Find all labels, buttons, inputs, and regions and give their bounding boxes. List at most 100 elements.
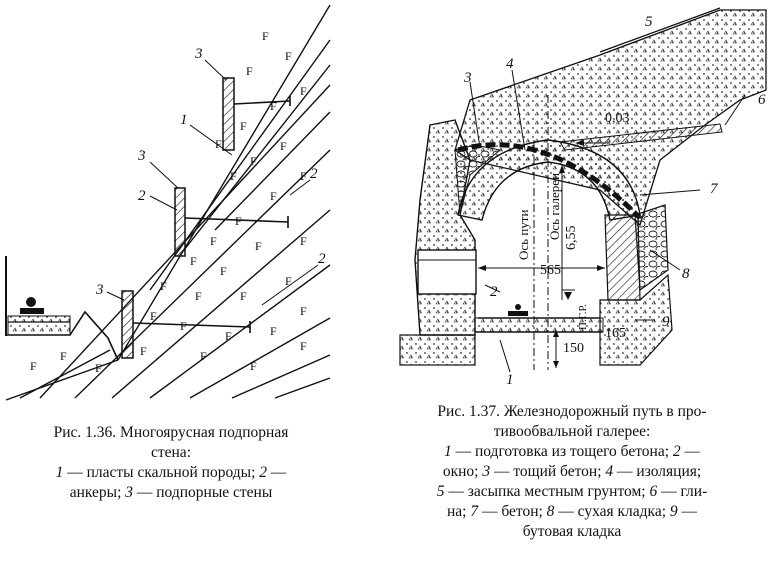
retaining-wall-bottom xyxy=(121,290,134,359)
item-text: — подготовка из тощего бетона; xyxy=(451,443,673,460)
item-text: — xyxy=(267,464,287,481)
svg-text:F: F xyxy=(270,99,277,113)
item-text: — изоляция; xyxy=(613,463,702,480)
figure-1-37: 5 3 4 6 7 8 2 9 1 0,03 565 150 165 6,55 … xyxy=(399,7,767,388)
item-number: 5 xyxy=(436,483,445,500)
dim-base: 150 xyxy=(563,341,584,356)
svg-text:F: F xyxy=(180,319,187,333)
item-number: 2 xyxy=(259,464,268,481)
caption-fig-1-37: Рис. 1.37. Железнодорожный путь в про- т… xyxy=(376,402,768,542)
svg-text:F: F xyxy=(300,304,307,318)
item-number: 6 xyxy=(649,483,658,500)
label-6: 6 xyxy=(758,92,766,108)
svg-text:F: F xyxy=(300,234,307,248)
item-text: анкеры; xyxy=(69,484,126,501)
svg-text:F: F xyxy=(246,64,253,78)
caption-title: Рис. 1.36. Многоярусная подпорная xyxy=(53,424,289,441)
item-number: 7 xyxy=(470,503,479,520)
label-1: 1 xyxy=(506,372,514,388)
item-number: 8 xyxy=(546,503,555,520)
svg-text:F: F xyxy=(30,359,37,373)
dim-width: 565 xyxy=(540,263,561,278)
svg-text:F: F xyxy=(255,239,262,253)
item-text: — xyxy=(677,503,698,520)
svg-text:F: F xyxy=(190,254,197,268)
label-3: 3 xyxy=(463,70,472,86)
caption-title: Рис. 1.37. Железнодорожный путь в про- xyxy=(437,403,707,420)
item-text: бутовая кладка xyxy=(522,523,622,540)
svg-text:F: F xyxy=(240,119,247,133)
item-text: — пласты скальной породы; xyxy=(63,464,260,481)
item-number: 1 xyxy=(443,443,452,460)
anchors xyxy=(132,96,291,333)
svg-text:F: F xyxy=(300,339,307,353)
svg-text:F: F xyxy=(285,49,292,63)
retaining-wall-middle xyxy=(174,187,186,257)
track-axis-label: Ось пути xyxy=(516,210,531,260)
svg-text:F: F xyxy=(280,139,287,153)
svg-text:F: F xyxy=(240,289,247,303)
item-number: 3 xyxy=(482,463,491,480)
svg-text:F: F xyxy=(300,84,307,98)
svg-text:F: F xyxy=(215,137,222,151)
item-text: — бетон; xyxy=(478,503,547,520)
svg-text:F: F xyxy=(270,189,277,203)
label-3-bottom: 3 xyxy=(95,282,104,298)
label-9: 9 xyxy=(662,314,670,330)
label-1: 1 xyxy=(180,112,188,128)
item-text: — xyxy=(680,443,701,460)
label-3-top: 3 xyxy=(194,46,203,62)
label-2-right-bottom: 2 xyxy=(318,251,326,267)
left-foundation xyxy=(399,334,476,366)
rock-layers xyxy=(5,4,331,401)
dim-height: 6,55 xyxy=(564,226,579,251)
window-opening xyxy=(417,249,477,295)
label-4: 4 xyxy=(506,56,514,72)
dim-slope: 0,03 xyxy=(605,111,630,126)
dim-side: 165 xyxy=(605,326,626,341)
svg-text:F: F xyxy=(200,349,207,363)
svg-text:F: F xyxy=(235,214,242,228)
caption-title-cont: стена: xyxy=(150,444,191,461)
svg-text:F: F xyxy=(60,349,67,363)
item-text: — сухая кладка; xyxy=(554,503,670,520)
item-text: — тощий бетон; xyxy=(490,463,606,480)
label-5: 5 xyxy=(645,14,653,30)
label-2-right-top: 2 xyxy=(310,166,318,182)
item-text: — подпорные стены xyxy=(133,484,273,501)
pgr-label: П.Г.Р. xyxy=(577,304,589,330)
rail xyxy=(20,308,44,314)
rail xyxy=(508,311,528,316)
caption-title-cont: тивообвальной галерее: xyxy=(493,423,651,440)
gallery-axis-label: Ось галереи xyxy=(547,173,562,240)
item-text: — засыпка местным грунтом; xyxy=(444,483,650,500)
svg-text:F: F xyxy=(95,361,102,375)
label-2-left: 2 xyxy=(138,188,146,204)
item-text: — гли- xyxy=(657,483,708,500)
svg-text:F: F xyxy=(210,234,217,248)
svg-text:F: F xyxy=(150,309,157,323)
svg-text:F: F xyxy=(220,264,227,278)
label-3-middle: 3 xyxy=(137,148,146,164)
item-number: 1 xyxy=(55,464,64,481)
item-number: 3 xyxy=(125,484,134,501)
label-2: 2 xyxy=(490,284,498,300)
svg-text:F: F xyxy=(300,169,307,183)
svg-text:F: F xyxy=(250,359,257,373)
caption-fig-1-36: Рис. 1.36. Многоярусная подпорная стена:… xyxy=(6,423,336,503)
svg-text:F: F xyxy=(250,154,257,168)
right-wall xyxy=(604,214,641,301)
svg-text:F: F xyxy=(230,169,237,183)
item-text: окно; xyxy=(442,463,483,480)
item-number: 4 xyxy=(605,463,614,480)
svg-text:F: F xyxy=(270,324,277,338)
item-number: 2 xyxy=(672,443,681,460)
retaining-wall-top xyxy=(222,77,235,151)
label-8: 8 xyxy=(682,266,690,282)
track-ballast xyxy=(7,315,71,336)
item-text: на; xyxy=(446,503,471,520)
svg-text:F: F xyxy=(225,329,232,343)
